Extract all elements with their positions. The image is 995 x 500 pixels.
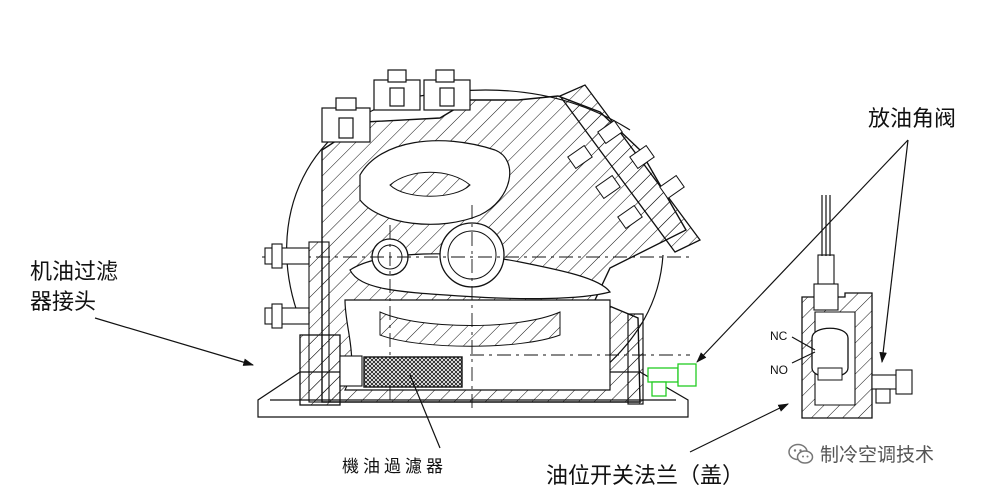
label-oil-filter-connector: 机油过滤 器接头	[30, 260, 119, 315]
label-oil-level-switch-flange: 油位开关法兰（盖）	[546, 464, 745, 489]
label-switch-no: NO	[770, 363, 788, 377]
watermark-text: 制冷空调技术	[820, 444, 935, 466]
leader-lines	[94, 139, 909, 453]
label-oil-drain-angle-valve: 放油角阀	[868, 107, 957, 132]
bolt-assembly	[558, 84, 701, 253]
wechat-icon	[788, 443, 814, 464]
label-switch-nc: NC	[770, 329, 788, 343]
label-oil-filter: 機油過濾器	[342, 457, 447, 477]
oil-level-switch-flange	[801, 195, 913, 419]
watermark: 制冷空调技术	[788, 440, 934, 467]
top-fittings	[321, 69, 471, 143]
filter-connector-block	[299, 334, 363, 406]
oil-drain-valve-highlight	[647, 363, 697, 397]
